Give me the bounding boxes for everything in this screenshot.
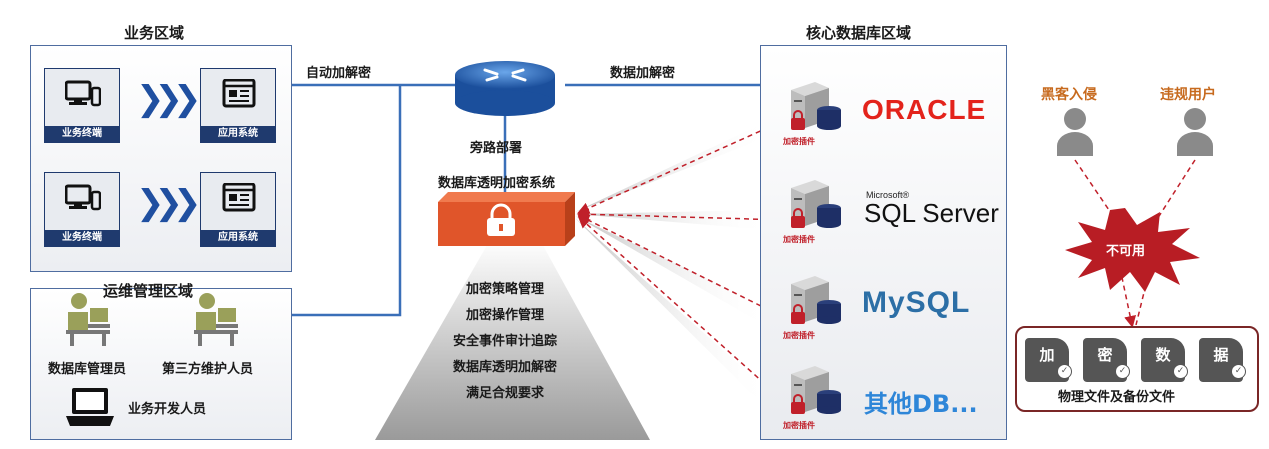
encryption-system-title: 数据库透明加密系统 (438, 176, 556, 191)
router-icon (455, 61, 555, 116)
hacker-person-icon (1057, 108, 1093, 156)
illegal-user-label: 违规用户 (1160, 87, 1216, 103)
file-icon: 据✓ (1199, 338, 1246, 382)
bypass-label: 旁路部署 (470, 141, 523, 156)
check-icon: ✓ (1057, 364, 1072, 379)
file-icon: 数✓ (1141, 338, 1188, 382)
ray-other (575, 218, 770, 412)
files-label: 物理文件及备份文件 (1058, 390, 1176, 405)
feature-item: 满足合规要求 (465, 386, 544, 401)
feature-beam (375, 240, 650, 440)
ray-sqlserver (575, 210, 770, 230)
feature-item: 安全事件审计追踪 (452, 334, 557, 349)
line-ops (290, 85, 402, 317)
dba-label: 数据库管理员 (48, 362, 127, 377)
plugin-label-oracle: 加密插件 (783, 137, 815, 146)
unusable-label: 不可用 (1106, 244, 1146, 259)
window-app-icon (222, 183, 256, 212)
illegal-user-person-icon (1177, 108, 1213, 156)
app-system-label: 应用系统 (201, 126, 275, 142)
arrow-oracle (577, 119, 786, 214)
hacker-label: 黑客入侵 (1041, 87, 1097, 103)
maintainer-person-icon (194, 293, 238, 346)
file-char: 加 (1039, 346, 1055, 364)
devices-icon (65, 184, 101, 211)
devices-icon (65, 80, 101, 107)
oracle-logo: ORACLE (862, 94, 987, 125)
check-icon: ✓ (1173, 364, 1188, 379)
arrow-user (1144, 159, 1196, 239)
plugin-label-mysql: 加密插件 (783, 331, 815, 340)
microsoft-label: Microsoft® (866, 190, 910, 200)
feature-item: 数据库透明加解密 (452, 360, 557, 375)
check-icon: ✓ (1231, 364, 1246, 379)
ray-oracle (575, 120, 770, 212)
other-db-logo: 其他DB... (864, 390, 978, 418)
developer-label: 业务开发人员 (128, 402, 207, 417)
data-encrypt-label: 数据加解密 (610, 66, 676, 81)
encryption-appliance-icon (438, 192, 575, 246)
feature-item: 加密策略管理 (465, 282, 544, 297)
business-terminal-tile: 业务终端 (44, 68, 120, 143)
window-app-icon (222, 79, 256, 108)
app-system-tile-2: 应用系统 (200, 172, 276, 247)
db-server-icon (791, 276, 841, 324)
business-terminal-label-2: 业务终端 (45, 230, 119, 246)
arrow-other (577, 215, 786, 403)
third-party-label: 第三方维护人员 (162, 362, 254, 377)
dba-person-icon (66, 293, 110, 346)
app-system-tile: 应用系统 (200, 68, 276, 143)
business-terminal-tile-2: 业务终端 (44, 172, 120, 247)
file-icon: 加✓ (1025, 338, 1072, 382)
db-server-icon (791, 82, 841, 130)
arrow-sqlserver (577, 208, 786, 221)
feature-item: 加密操作管理 (465, 308, 544, 323)
business-terminal-label: 业务终端 (45, 126, 119, 142)
laptop-icon (66, 388, 114, 426)
core-db-region-title: 核心数据库区域 (806, 24, 912, 42)
sqlserver-logo: SQL Server (864, 198, 999, 228)
chevrons-icon: ❯❯❯ (136, 79, 202, 119)
db-server-icon (791, 366, 841, 414)
plugin-label-other: 加密插件 (783, 421, 815, 430)
chevrons-icon: ❯❯❯ (136, 183, 202, 223)
db-server-icon (791, 180, 841, 228)
arrow-mysql (577, 214, 786, 319)
file-icon: 密✓ (1083, 338, 1130, 382)
ops-region-title: 运维管理区域 (103, 282, 194, 300)
auto-encrypt-label: 自动加解密 (306, 66, 372, 81)
file-char: 密 (1097, 346, 1113, 364)
file-char: 数 (1155, 346, 1171, 364)
plugin-label-sqlserver: 加密插件 (783, 235, 815, 244)
check-icon: ✓ (1115, 364, 1130, 379)
arrow-hacker (1074, 159, 1129, 239)
unusable-burst (1065, 208, 1200, 292)
ray-mysql (575, 216, 770, 328)
business-region-title: 业务区域 (124, 24, 185, 42)
file-char: 据 (1213, 346, 1229, 364)
mysql-logo: MySQL (862, 286, 971, 319)
app-system-label-2: 应用系统 (201, 230, 275, 246)
